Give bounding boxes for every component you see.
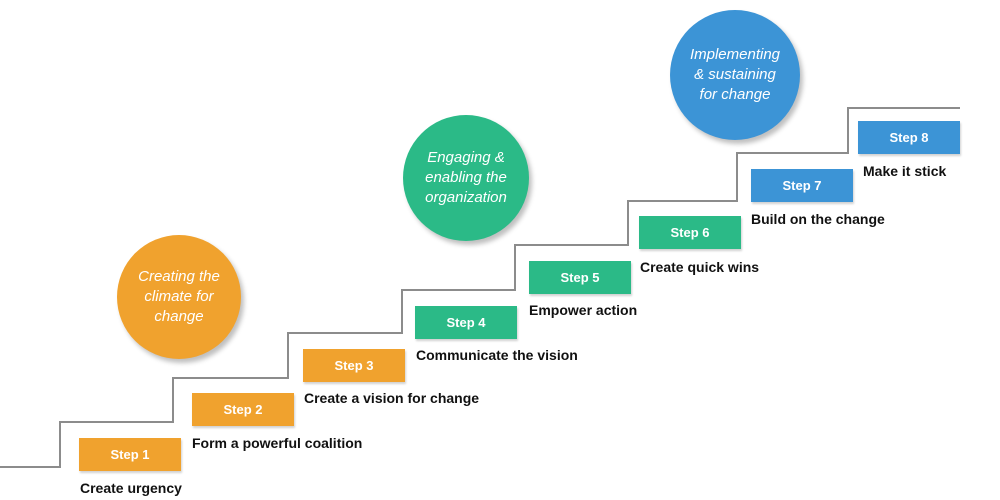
step-box-1: Step 1 (79, 438, 181, 471)
step-box-label: Step 1 (110, 447, 150, 462)
step-box-2: Step 2 (192, 393, 294, 426)
step-action-4: Communicate the vision (416, 347, 578, 363)
phase-circle-implementing-sustaining: Implementing & sustaining for change (670, 10, 800, 140)
step-action-2: Form a powerful coalition (192, 435, 363, 451)
phase-circle-creating-climate: Creating the climate for change (117, 235, 241, 359)
step-action-6: Create quick wins (640, 259, 760, 275)
step-box-6: Step 6 (639, 216, 741, 249)
step-box-label: Step 6 (670, 225, 710, 240)
step-action-3: Create a vision for change (304, 390, 480, 406)
staircase-path (0, 107, 960, 468)
step-box-label: Step 2 (223, 402, 263, 417)
phase-text: Creating the climate for change (138, 268, 220, 325)
step-box-label: Step 5 (560, 270, 600, 285)
step-box-label: Step 7 (782, 178, 822, 193)
step-action-8: Make it stick (863, 163, 947, 179)
step-action-1: Create urgency (80, 480, 182, 496)
step-box-4: Step 4 (415, 306, 517, 339)
step-action-5: Empower action (529, 302, 638, 318)
step-box-3: Step 3 (303, 349, 405, 382)
step-box-label: Step 4 (446, 315, 486, 330)
phase-circle-engaging-enabling: Engaging & enabling the organization (403, 115, 529, 241)
step-box-5: Step 5 (529, 261, 631, 294)
step-box-label: Step 8 (889, 130, 929, 145)
step-box-label: Step 3 (334, 358, 374, 373)
step-box-8: Step 8 (858, 121, 960, 154)
phase-text: Engaging & enabling the organization (425, 149, 507, 206)
step-box-7: Step 7 (751, 169, 853, 202)
step-action-7: Build on the change (751, 211, 885, 227)
phase-text: Implementing & sustaining for change (689, 46, 781, 103)
